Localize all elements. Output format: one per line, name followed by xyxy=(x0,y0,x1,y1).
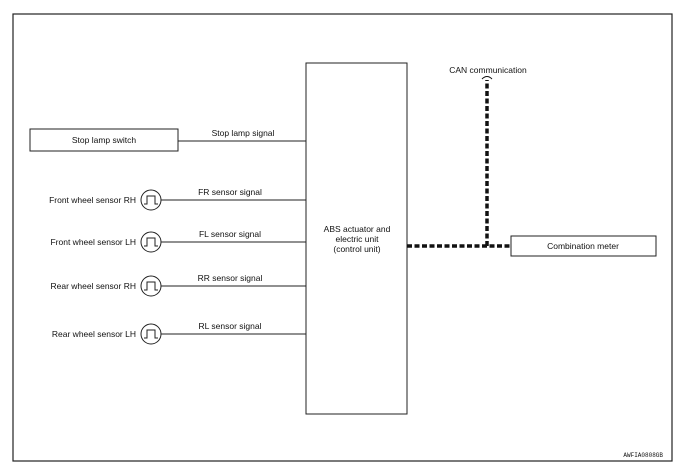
rear-wheel-sensor-rh-icon xyxy=(140,275,162,297)
rl-sensor-signal-label: RL sensor signal xyxy=(199,321,262,331)
abs-unit-label-line3: (control unit) xyxy=(333,244,380,254)
stop-lamp-signal-label: Stop lamp signal xyxy=(212,128,275,138)
abs-unit-label-line2: electric unit xyxy=(336,234,380,244)
figure-code: AWFIA0808GB xyxy=(623,452,663,459)
fr-sensor-signal-label: FR sensor signal xyxy=(198,187,262,197)
stop-lamp-switch-label: Stop lamp switch xyxy=(72,135,137,145)
can-bus-end-icon xyxy=(481,76,493,80)
diagram-frame xyxy=(12,13,673,462)
fl-sensor-signal-label: FL sensor signal xyxy=(199,229,261,239)
can-bus xyxy=(407,80,511,248)
front-wheel-sensor-lh-icon xyxy=(140,231,162,253)
front-wheel-sensor-rh-icon xyxy=(140,189,162,211)
abs-unit-label-line1: ABS actuator and xyxy=(324,224,391,234)
front-wheel-sensor-rh-label: Front wheel sensor RH xyxy=(49,195,136,205)
combination-meter-box xyxy=(510,235,657,257)
combination-meter-label: Combination meter xyxy=(547,241,619,251)
can-communication-label: CAN communication xyxy=(449,65,527,75)
rear-wheel-sensor-rh-label: Rear wheel sensor RH xyxy=(50,281,136,291)
rear-wheel-sensor-lh-icon xyxy=(140,323,162,345)
abs-unit-box xyxy=(305,62,408,415)
stop-lamp-switch-box xyxy=(29,128,179,152)
front-wheel-sensor-lh-label: Front wheel sensor LH xyxy=(50,237,136,247)
rear-wheel-sensor-lh-label: Rear wheel sensor LH xyxy=(52,329,136,339)
rr-sensor-signal-label: RR sensor signal xyxy=(198,273,263,283)
